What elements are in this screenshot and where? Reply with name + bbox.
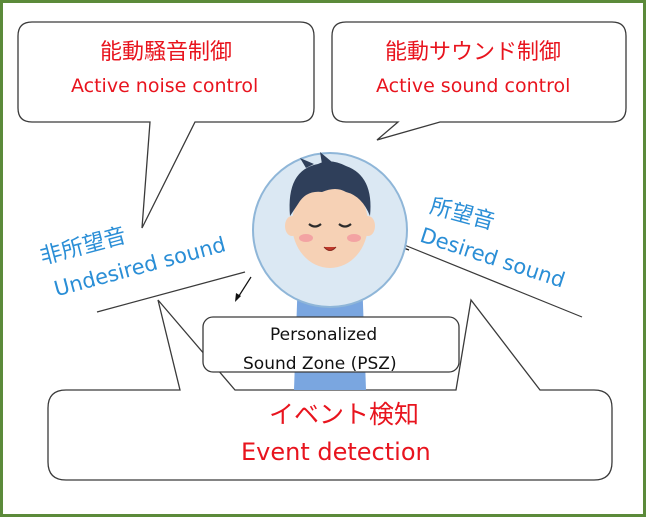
head-bubble xyxy=(252,152,408,308)
undesired-underline xyxy=(96,271,246,313)
anc-title-jp: 能動騒音制御 xyxy=(100,40,233,65)
event-title-en: Event detection xyxy=(241,438,431,466)
undesired-arrowhead xyxy=(235,293,241,302)
anc-title-en: Active noise control xyxy=(71,75,259,97)
asc-title-en: Active sound control xyxy=(376,75,571,97)
psz-label-line2: Sound Zone (PSZ) xyxy=(243,354,397,374)
psz-label-line1: Personalized xyxy=(270,325,378,345)
callout-asc-bubble xyxy=(331,21,627,141)
desired-underline xyxy=(391,239,583,318)
callout-anc-bubble xyxy=(17,21,315,229)
event-title-jp: イベント検知 xyxy=(269,400,420,429)
asc-title-jp: 能動サウンド制御 xyxy=(385,40,562,65)
psz-box xyxy=(202,316,460,373)
